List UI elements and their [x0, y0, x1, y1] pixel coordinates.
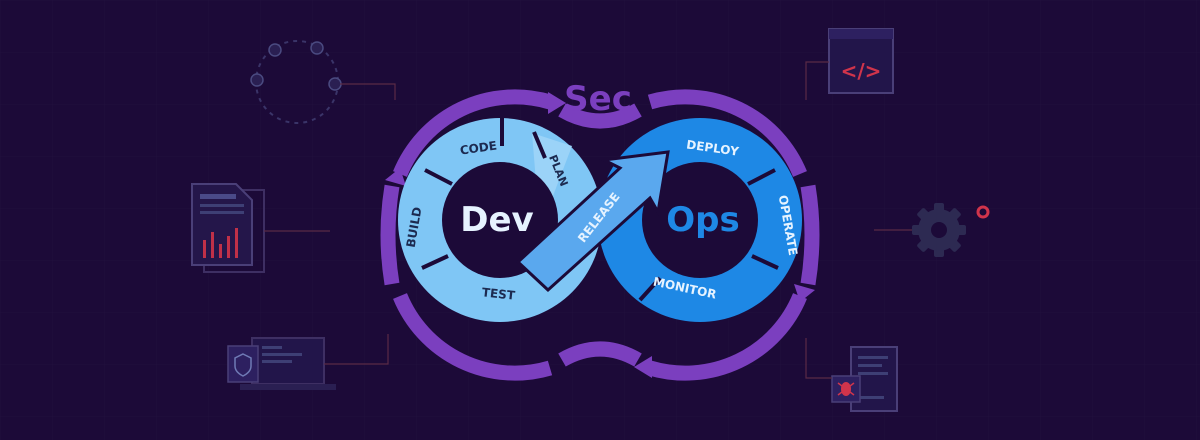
- settings-gear-icon: [874, 203, 990, 257]
- release-band: [515, 150, 670, 293]
- ops-label: Ops: [666, 200, 739, 240]
- security-ring: [380, 89, 820, 381]
- code-glyph: </>: [841, 59, 882, 83]
- ops-hole: [642, 162, 758, 278]
- laptop-shield-icon: [227, 334, 389, 390]
- phase-code-label: CODE: [459, 139, 498, 158]
- dev-label: Dev: [460, 200, 533, 240]
- cloud-cycle-icon: [250, 40, 396, 124]
- bug-scan-icon: [805, 338, 898, 412]
- sec-label: Sec: [564, 79, 632, 119]
- dev-hole: [442, 162, 558, 278]
- code-window-icon: </>: [805, 28, 894, 100]
- report-document-icon: [191, 183, 330, 273]
- ring-arrowheads: [385, 92, 815, 378]
- phase-test-label: TEST: [481, 285, 516, 302]
